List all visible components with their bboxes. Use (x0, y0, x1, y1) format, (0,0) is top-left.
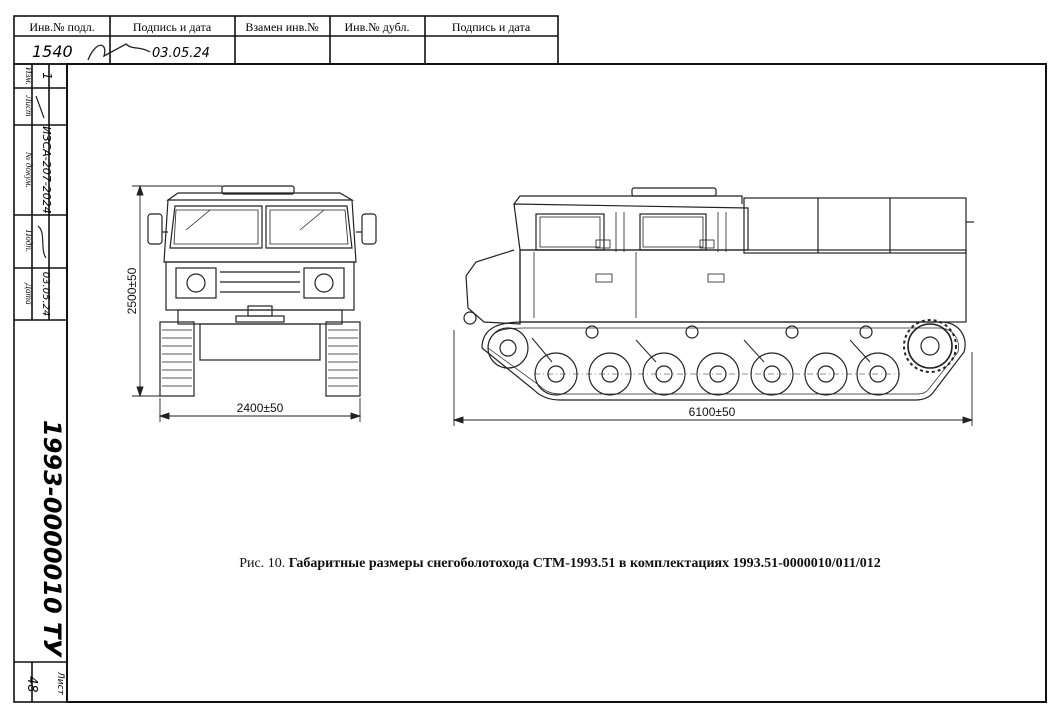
stamp-header-5: Подпись и дата (452, 20, 531, 34)
stamp-header-1: Инв.№ подл. (29, 20, 94, 34)
front-view-diagram (147, 185, 377, 397)
side-signatures (35, 95, 47, 259)
caption-title: Габаритные размеры снегоболотохода СТМ-1… (288, 556, 881, 571)
dim-height-label: 2500±50 (125, 267, 139, 314)
sheet-label: Лист (55, 671, 65, 696)
side-doc-number: ИЗСА-207-2024 (40, 126, 53, 213)
stamp-inv-number: 1540 (32, 42, 73, 61)
side-label-date: Дата (24, 282, 34, 305)
side-dimension-line (452, 330, 974, 426)
front-dimension-lines (132, 184, 362, 422)
side-date-value: 03.05.24 (40, 272, 51, 317)
side-label-izm: Изм. (24, 66, 34, 85)
side-view-diagram (463, 187, 974, 401)
dim-length-label: 6100±50 (689, 405, 736, 419)
sheet-number: 48 (24, 676, 39, 693)
side-label-sign: Подп. (24, 229, 34, 252)
side-change-value: 1 (40, 72, 54, 80)
signature-stamp (87, 43, 151, 61)
dim-front-width-label: 2400±50 (237, 401, 284, 415)
stamp-header-3: Взамен инв.№ (245, 20, 318, 34)
main-frame (66, 63, 1047, 703)
figure-caption: Рис. 10. Габаритные размеры снегоболотох… (0, 556, 1060, 572)
stamp-header-2: Подпись и дата (133, 20, 212, 34)
document-code: 1993-0000010 ТУ (38, 420, 66, 658)
side-block (13, 63, 68, 703)
side-label-doc: № докум. (24, 151, 34, 188)
caption-prefix: Рис. 10. (239, 556, 286, 571)
side-label-list: Лист (24, 94, 34, 117)
stamp-sign-date: 03.05.24 (152, 46, 210, 61)
stamp-header-4: Инв.№ дубл. (345, 20, 410, 34)
